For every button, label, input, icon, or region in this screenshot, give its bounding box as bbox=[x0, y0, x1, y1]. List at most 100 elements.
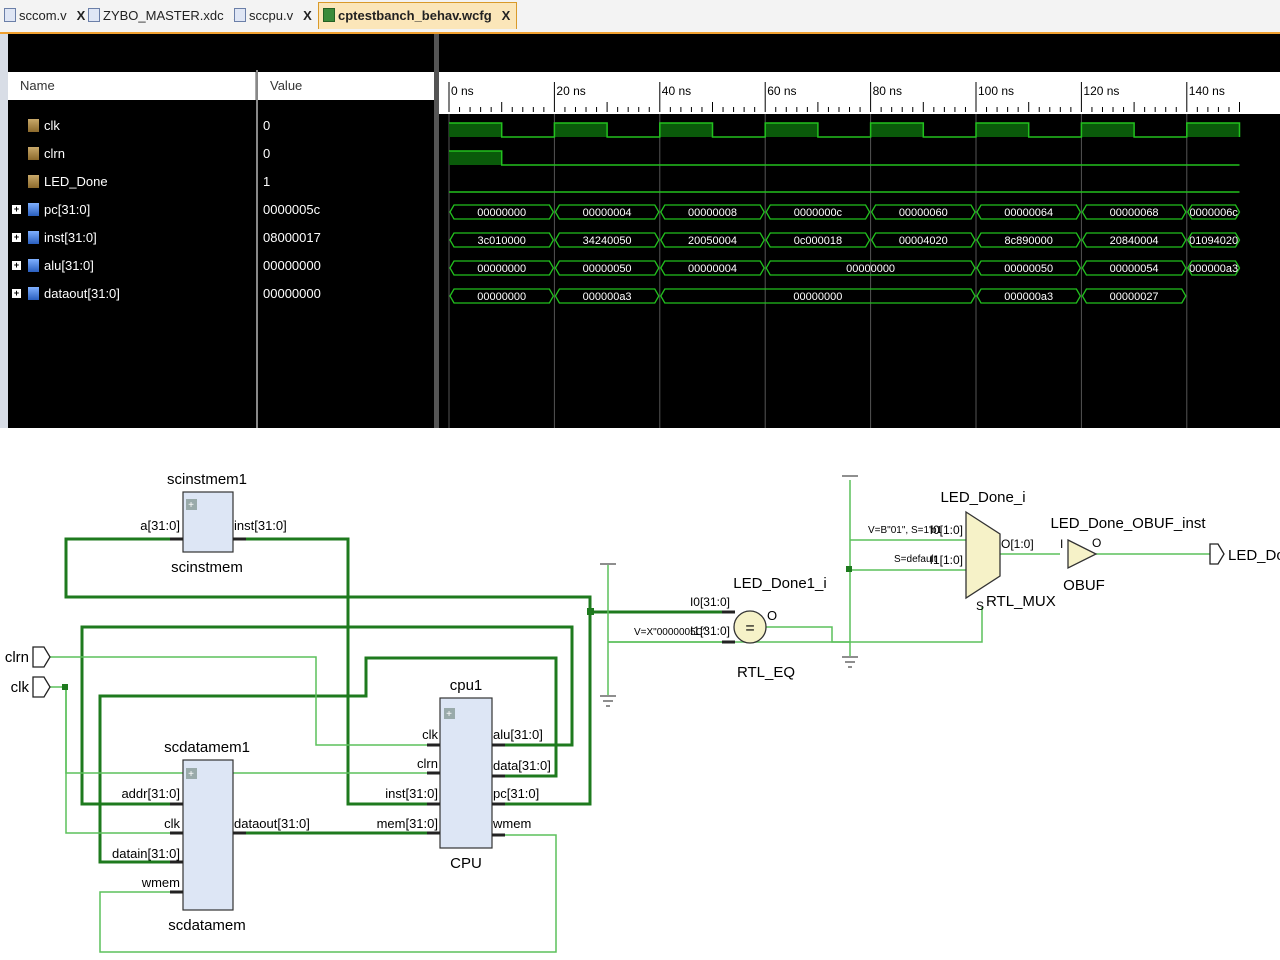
column-divider[interactable] bbox=[256, 70, 258, 428]
signal-value: 0 bbox=[263, 118, 271, 133]
bus-value-label: 00000000 bbox=[477, 207, 526, 219]
scinstmem-block[interactable]: + scinstmem1 scinstmem a[31:0] inst[31:0… bbox=[140, 471, 287, 576]
signal-name: alu[31:0] bbox=[44, 258, 94, 273]
tab-label: cptestbanch_behav.wcfg bbox=[338, 8, 492, 23]
pin-label: O[1:0] bbox=[1001, 537, 1034, 551]
bus-value-label: 00000004 bbox=[583, 207, 632, 219]
rtl-mux[interactable]: LED_Done_i RTL_MUX I0[1:0] I1[1:0] O[1:0… bbox=[868, 489, 1056, 613]
bus-value-label: 00000000 bbox=[477, 263, 526, 275]
expand-icon[interactable] bbox=[186, 499, 197, 510]
signal-value: 00000000 bbox=[263, 258, 321, 273]
rtl-eq-comparator[interactable]: = LED_Done1_i RTL_EQ I0[31:0] I1[31:0] V… bbox=[634, 575, 827, 681]
pin-label: data[31:0] bbox=[493, 758, 551, 773]
bus-signal-icon bbox=[28, 203, 39, 216]
svg-text:+: + bbox=[446, 709, 452, 720]
clk-high-pulse bbox=[554, 123, 608, 137]
expand-icon[interactable]: + bbox=[12, 260, 21, 270]
clk-high-pulse bbox=[765, 123, 818, 137]
time-label: 60 ns bbox=[767, 84, 796, 98]
obuf-buffer[interactable]: LED_Done_OBUF_inst OBUF I O bbox=[1050, 515, 1206, 594]
time-label: 40 ns bbox=[662, 84, 691, 98]
mux-case-label: S=default bbox=[894, 554, 937, 565]
input-port-clrn[interactable]: clrn bbox=[5, 646, 51, 668]
bus-value-label: 000000a3 bbox=[1004, 291, 1053, 303]
bus-value-label: 20840004 bbox=[1110, 235, 1159, 247]
signal-value: 00000000 bbox=[263, 286, 321, 301]
bus-value-label: 00000068 bbox=[1110, 207, 1159, 219]
close-icon[interactable]: X bbox=[76, 8, 86, 23]
bus-value-label: 00000050 bbox=[1004, 263, 1053, 275]
value-column-header[interactable]: Value bbox=[258, 72, 434, 100]
expand-icon[interactable]: + bbox=[12, 204, 21, 214]
signal-value: 08000017 bbox=[263, 230, 321, 245]
pin-label: addr[31:0] bbox=[121, 786, 180, 801]
bus-signal-icon bbox=[28, 287, 39, 300]
svg-text:+: + bbox=[188, 500, 194, 511]
bus-segment bbox=[449, 260, 555, 276]
close-icon[interactable]: X bbox=[303, 8, 312, 23]
bus-segment bbox=[1081, 232, 1187, 248]
signal-name: clk bbox=[44, 118, 60, 133]
name-column-header[interactable]: Name bbox=[8, 72, 256, 100]
mux-instance-label: LED_Done_i bbox=[940, 489, 1025, 506]
output-port-led-done[interactable]: LED_Done bbox=[1209, 543, 1280, 565]
pin-label: alu[31:0] bbox=[493, 727, 543, 742]
mux-type-label: RTL_MUX bbox=[986, 593, 1056, 610]
eq-type-label: RTL_EQ bbox=[737, 664, 795, 681]
svg-text:+: + bbox=[188, 769, 194, 780]
cpu-block[interactable]: + cpu1 CPU clk clrn inst[31:0] mem[31:0]… bbox=[377, 677, 551, 872]
pane-divider[interactable] bbox=[434, 34, 439, 428]
tab-cptestbanch-behav[interactable]: cptestbanch_behav.wcfg X bbox=[318, 2, 518, 29]
close-icon[interactable]: X bbox=[501, 8, 511, 23]
scdatamem-type-label: scdatamem bbox=[168, 917, 246, 934]
signal-name-panel bbox=[8, 70, 258, 428]
bus-value-label: 00000008 bbox=[688, 207, 737, 219]
bus-value-label: 20050004 bbox=[688, 235, 737, 247]
bus-value-label: 0000000c bbox=[794, 207, 843, 219]
expand-icon[interactable]: + bbox=[12, 288, 21, 298]
time-label: 80 ns bbox=[873, 84, 902, 98]
bus-segment bbox=[1081, 204, 1187, 220]
time-label: 20 ns bbox=[556, 84, 585, 98]
scdatamem-block[interactable]: + scdatamem1 scdatamem addr[31:0] clk da… bbox=[112, 739, 310, 934]
clrn-high-pulse bbox=[449, 151, 502, 165]
signal-name: inst[31:0] bbox=[44, 230, 97, 245]
waveform-file-icon bbox=[323, 8, 335, 22]
signal-value: 0 bbox=[263, 146, 271, 161]
input-port-clk[interactable]: clk bbox=[11, 676, 51, 698]
bus-signal-icon bbox=[28, 259, 39, 272]
expand-icon[interactable]: + bbox=[12, 232, 21, 242]
expand-icon[interactable] bbox=[444, 708, 455, 719]
signal-wires bbox=[50, 480, 1210, 953]
tab-zybo-master[interactable]: ZYBO_MASTER.xdcX bbox=[84, 3, 242, 29]
bus-segment bbox=[1187, 260, 1241, 276]
expand-icon[interactable] bbox=[186, 768, 197, 779]
bus-value-label: 00000000 bbox=[793, 291, 842, 303]
bus-segment bbox=[870, 204, 976, 220]
pin-label: I0[31:0] bbox=[690, 595, 730, 609]
tab-sccpu[interactable]: sccpu.v X bbox=[230, 3, 312, 29]
pin-label: a[31:0] bbox=[140, 518, 180, 533]
file-icon bbox=[4, 8, 16, 22]
eq-symbol: = bbox=[745, 620, 754, 637]
bus-value-label: 00000004 bbox=[688, 263, 737, 275]
clk-high-pulse bbox=[659, 123, 713, 137]
tab-label: sccpu.v bbox=[249, 8, 294, 23]
bus-segment bbox=[449, 204, 555, 220]
bus-segment bbox=[554, 204, 660, 220]
pin-label: mem[31:0] bbox=[377, 816, 438, 831]
clrn-waveform bbox=[449, 150, 1240, 166]
cpu-instance-label: cpu1 bbox=[450, 677, 483, 694]
bus-value-label: 0c000018 bbox=[794, 235, 842, 247]
bus-value-label: 00000054 bbox=[1110, 263, 1159, 275]
pin-label: clk bbox=[164, 816, 180, 831]
pin-label: I0[1:0] bbox=[930, 523, 963, 537]
clk-high-pulse bbox=[1081, 123, 1135, 137]
pin-label: pc[31:0] bbox=[493, 786, 539, 801]
scinstmem-instance-label: scinstmem1 bbox=[167, 471, 247, 488]
bus-value-label: 00004020 bbox=[899, 235, 948, 247]
eq-constant-label: V=X"0000005C" bbox=[634, 627, 707, 638]
